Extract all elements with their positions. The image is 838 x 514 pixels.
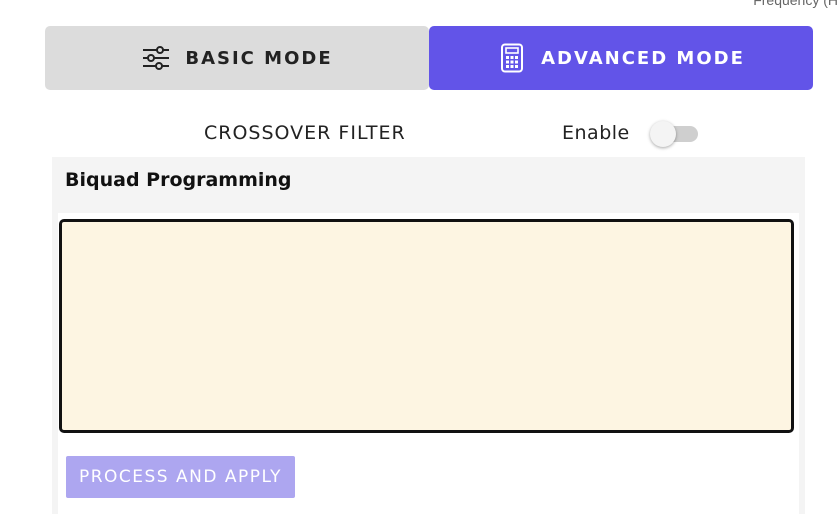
- basic-mode-button[interactable]: BASIC MODE: [45, 26, 429, 90]
- enable-label: Enable: [562, 122, 630, 144]
- enable-toggle[interactable]: [648, 119, 700, 149]
- mode-switcher: BASIC MODE ADVANCED MODE: [45, 26, 813, 90]
- biquad-programming-title: Biquad Programming: [65, 169, 292, 191]
- advanced-mode-label: ADVANCED MODE: [541, 47, 745, 69]
- crossover-filter-title: CROSSOVER FILTER: [204, 122, 406, 144]
- toggle-thumb: [650, 121, 676, 147]
- crossover-filter-row: CROSSOVER FILTER Enable: [0, 118, 838, 150]
- basic-mode-label: BASIC MODE: [185, 47, 333, 69]
- biquad-coefficients-input[interactable]: [59, 219, 794, 433]
- biquad-panel: Biquad Programming PROCESS AND APPLY: [52, 157, 805, 514]
- frequency-label-partial: Frequency (H: [753, 0, 838, 8]
- sliders-icon: [141, 43, 171, 73]
- calculator-icon: [497, 43, 527, 73]
- advanced-mode-button[interactable]: ADVANCED MODE: [429, 26, 813, 90]
- process-and-apply-button[interactable]: PROCESS AND APPLY: [66, 456, 295, 498]
